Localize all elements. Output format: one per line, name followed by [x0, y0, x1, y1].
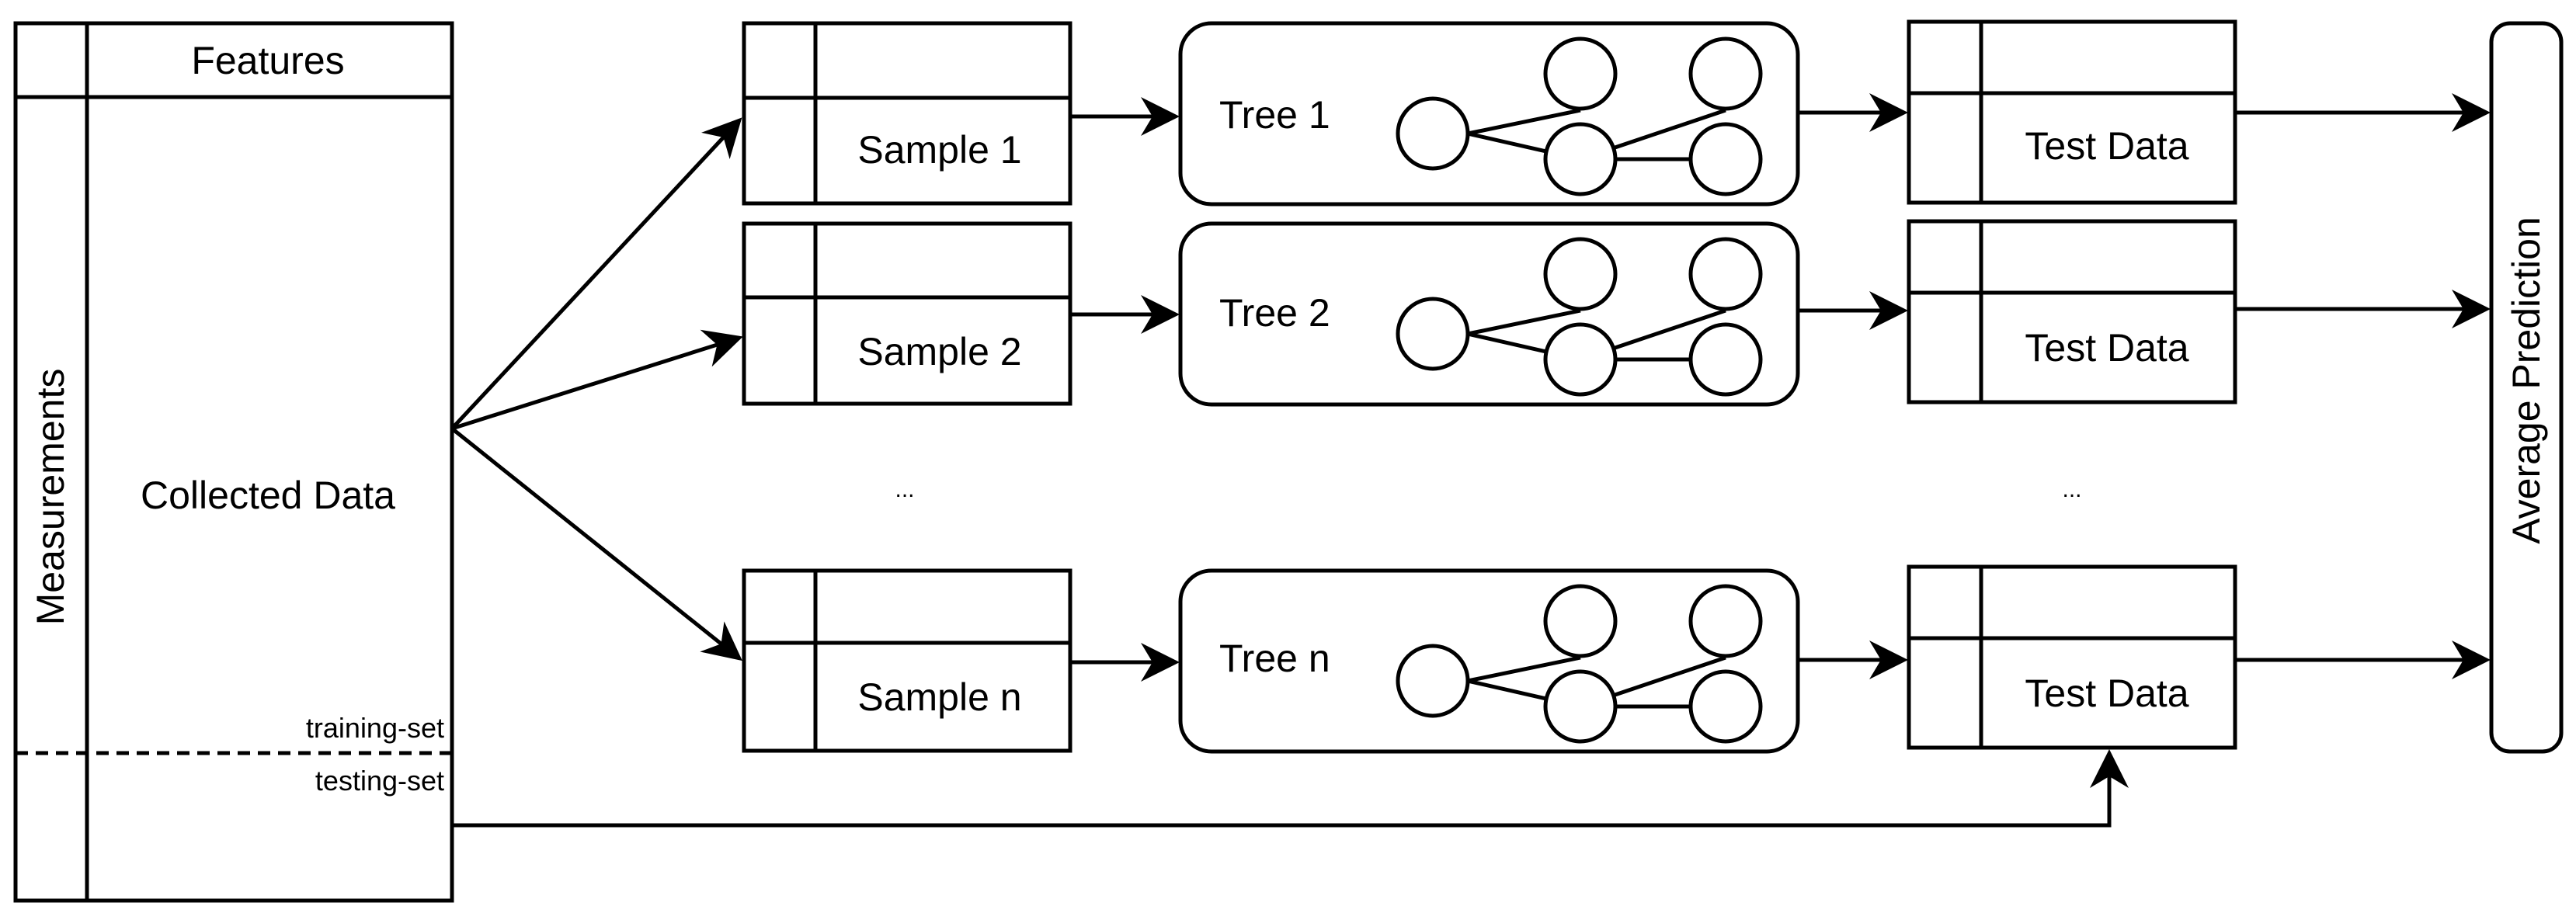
tree-node	[1543, 584, 1618, 658]
sample-table-1	[742, 21, 1072, 206]
tree-label-n: Tree n	[1219, 637, 1330, 680]
tree-node	[1688, 36, 1763, 111]
training-set-label: training-set	[306, 712, 444, 744]
collected-data-label: Collected Data	[141, 474, 395, 517]
tree-box-n	[1178, 568, 1800, 754]
sample-label-2: Sample 2	[857, 330, 1021, 373]
arrow-testing-set-to-test-n	[452, 749, 2129, 828]
arrow-data-to-sample-1	[450, 117, 742, 430]
tree-node	[1688, 122, 1763, 196]
measurements-label: Measurements	[29, 369, 72, 626]
average-prediction-label: Average Prediction	[2505, 217, 2548, 544]
tree-node	[1396, 644, 1470, 718]
tree-node	[1688, 584, 1763, 658]
tree-node	[1688, 322, 1763, 397]
test-table-2	[1907, 219, 2237, 404]
tree-box-1	[1178, 21, 1800, 207]
tree-node	[1688, 669, 1763, 744]
arrow-data-to-sample-2	[451, 329, 743, 431]
sample-table-2	[742, 221, 1072, 406]
tree-node	[1543, 322, 1618, 397]
collected-data-table	[13, 21, 454, 903]
test-table-1	[1907, 19, 2237, 205]
average-prediction-box	[2489, 21, 2564, 754]
tree-label-1: Tree 1	[1219, 93, 1330, 137]
arrow-data-to-sample-n	[450, 427, 742, 661]
arrows	[450, 93, 2491, 828]
tree-node	[1396, 96, 1470, 171]
tree-node	[1543, 237, 1618, 311]
test-label-2: Test Data	[2025, 326, 2188, 370]
samples-ellipsis: ...	[895, 477, 914, 502]
tree-node	[1543, 669, 1618, 744]
features-header: Features	[191, 39, 344, 82]
tree-node	[1688, 237, 1763, 311]
test-label-n: Test Data	[2025, 672, 2188, 715]
test-table-n	[1907, 564, 2237, 750]
test-label-1: Test Data	[2025, 124, 2188, 168]
tree-box-2	[1178, 221, 1800, 407]
tree-node	[1396, 297, 1470, 371]
tree-node	[1543, 36, 1618, 111]
collected-data-border	[13, 21, 454, 903]
tree-label-2: Tree 2	[1219, 291, 1330, 335]
sample-label-n: Sample n	[857, 675, 1021, 719]
testing-set-label: testing-set	[315, 765, 444, 797]
tree-node	[1543, 122, 1618, 196]
sample-table-n	[742, 568, 1072, 753]
sample-label-1: Sample 1	[857, 128, 1021, 172]
tests-ellipsis: ...	[2062, 477, 2081, 502]
